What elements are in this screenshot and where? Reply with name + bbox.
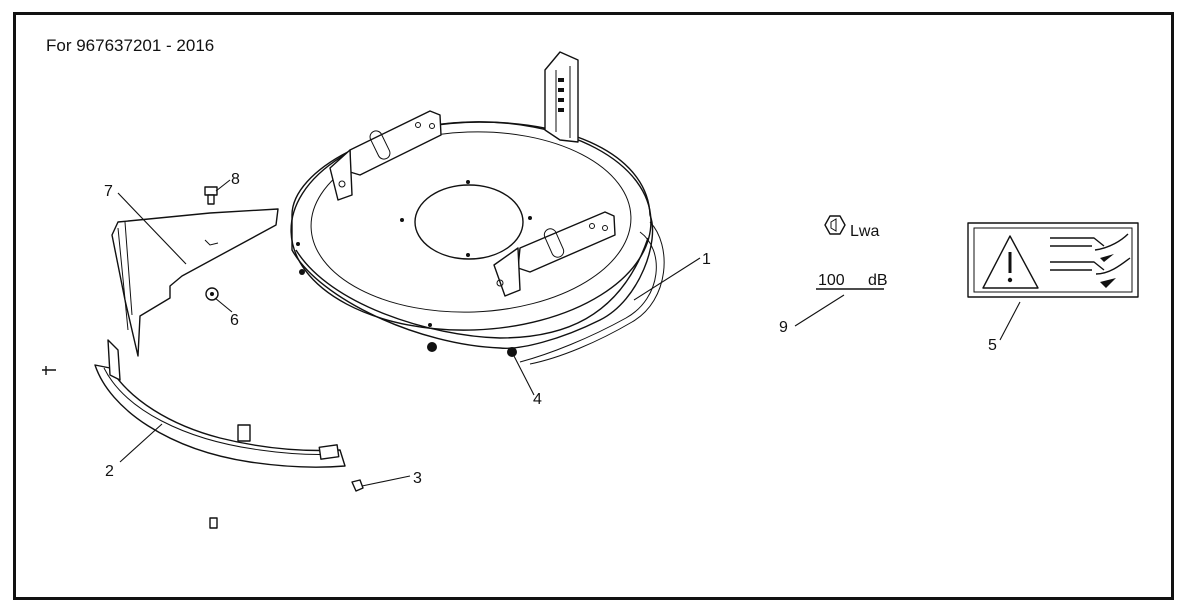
noise-level-decal: Lwa 100 dB [816,215,888,290]
callout-8: 8 [231,171,240,188]
screw-part-3 [351,479,364,492]
curved-guard-part [94,339,346,468]
warning-triangle-icon [982,235,1039,289]
callout-3: 3 [413,470,422,487]
callout-6: 6 [230,312,239,329]
screw-loose-bottom [209,517,218,529]
callout-2: 2 [105,463,114,480]
diagram-frame [13,12,1174,600]
sound-level-icon [824,215,846,235]
hand-hazard-icon [1050,233,1131,288]
bolt-part-8 [204,186,218,205]
screw-loose-left [42,366,56,375]
callout-9: 9 [779,319,788,336]
lwa-label: Lwa [850,223,879,240]
noise-unit: dB [868,272,888,289]
warning-decal [967,222,1139,298]
nut-part-4 [507,347,517,357]
noise-value: 100 [818,272,845,289]
callout-4: 4 [533,391,542,408]
model-label: For 967637201 - 2016 [46,36,215,55]
mower-deck-part [290,51,665,365]
deflector-plate-part [111,208,279,357]
callout-7: 7 [104,183,113,200]
callout-5: 5 [988,337,997,354]
nut-part-6 [205,287,219,301]
callout-1: 1 [702,251,711,268]
leader-lines [117,179,1021,487]
